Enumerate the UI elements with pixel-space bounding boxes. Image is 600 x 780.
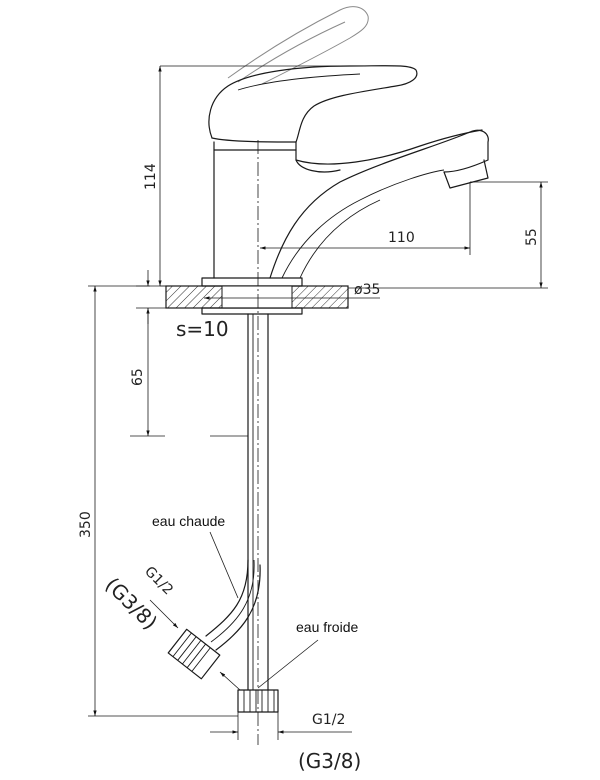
- lever-handle: [208, 65, 418, 143]
- cold-water-leader: [257, 639, 319, 689]
- dim-cold-thread: [210, 712, 352, 740]
- dim-hot-thread: [149, 599, 241, 691]
- cold-water-note: eau froide: [296, 619, 358, 635]
- dim-65: [130, 308, 248, 437]
- hot-water-hose: [205, 559, 261, 651]
- cold-thread-small-label: G1/2: [312, 712, 345, 728]
- dim-diameter-label: ø35: [354, 282, 380, 298]
- spout: [269, 129, 489, 279]
- dim-55: [348, 181, 548, 289]
- cold-water-connector: [237, 689, 279, 713]
- dim-65-label: 65: [130, 368, 146, 386]
- dim-110-label: 110: [388, 230, 415, 246]
- dim-114: [158, 65, 350, 287]
- dim-deck: [136, 270, 170, 324]
- dim-110: [260, 182, 471, 255]
- dim-350: [88, 285, 238, 717]
- dim-55-label: 55: [524, 228, 540, 246]
- cold-thread-large-label: (G3/8): [298, 749, 361, 773]
- dim-deck-label: s=10: [176, 317, 229, 341]
- cold-water-pipe: [247, 313, 269, 691]
- hot-water-note: eau chaude: [152, 513, 225, 529]
- hot-thread-small-label: G1/2: [141, 564, 176, 599]
- hot-water-connector: [167, 628, 221, 680]
- dim-114-label: 114: [143, 163, 159, 190]
- hot-water-leader: [209, 531, 239, 599]
- base-flange: [165, 277, 349, 315]
- dim-350-label: 350: [78, 511, 94, 538]
- lever-raised-ghost: [227, 6, 369, 85]
